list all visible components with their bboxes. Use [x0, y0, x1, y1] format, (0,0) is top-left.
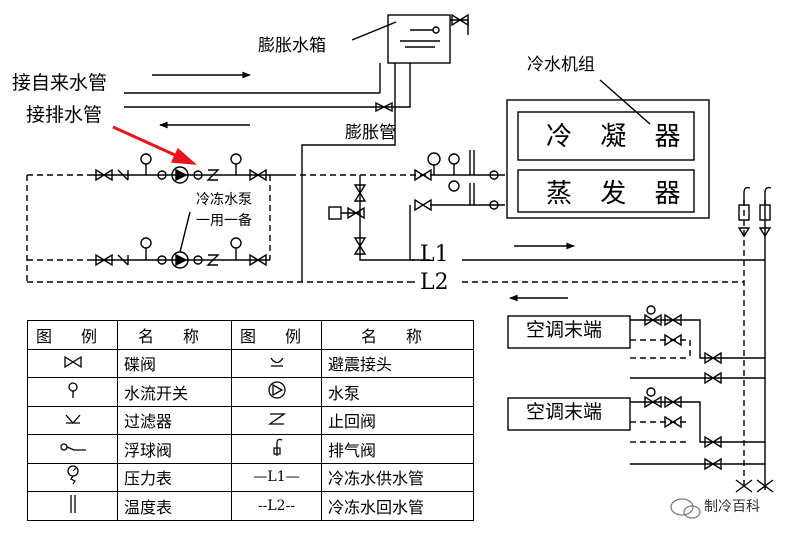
drain-valve-icon — [375, 101, 393, 113]
legend-row: 过滤器 止回阀 — [27, 405, 474, 435]
butterfly-valve-icon — [27, 348, 118, 378]
legend-name: 排气阀 — [321, 434, 474, 464]
legend-name: 浮球阀 — [117, 434, 232, 464]
legend-name: 避震接头 — [321, 348, 474, 378]
float-valve-icon — [451, 13, 469, 27]
bypass-fittings — [328, 150, 499, 255]
city-water-label: 接自来水管 — [12, 72, 108, 94]
check-valve-icon — [231, 405, 322, 435]
pump-name-label: 冷冻水泵 — [196, 192, 252, 208]
ac-terminal-2-box — [507, 397, 631, 431]
legend-name: 碟阀 — [117, 348, 232, 378]
condenser-box — [517, 111, 695, 161]
thermometer-icon — [27, 491, 118, 521]
legend-name: 止回阀 — [321, 405, 474, 435]
legend-name: 压力表 — [117, 462, 232, 492]
evaporator-label: 蒸 发 器 — [546, 179, 691, 209]
legend-header-symbol-a: 图 例 — [27, 320, 118, 350]
watermark-logo-icon — [670, 498, 701, 519]
condenser-label: 冷 凝 器 — [546, 122, 691, 152]
legend-table: 图 例 名 称 图 例 名 称 碟阀 避震接头 水流开关 水泵 过滤器 止回阀 … — [27, 320, 474, 521]
pump-note-label: 一用一备 — [196, 213, 252, 229]
upper-branch-fittings — [95, 153, 267, 184]
legend-name: 冷冻水供水管 — [321, 462, 474, 492]
float-valve-icon — [27, 434, 118, 464]
drain-label: 接排水管 — [26, 104, 103, 126]
expansion-tank — [387, 14, 451, 64]
legend-row: 水流开关 水泵 — [27, 377, 474, 407]
anti-vibration-joint-icon — [231, 348, 322, 378]
legend-header-name-b: 名 称 — [321, 320, 474, 350]
legend-header-name-a: 名 称 — [117, 320, 232, 350]
lower-branch-fittings — [95, 237, 267, 269]
legend-name: 冷冻水回水管 — [321, 491, 474, 521]
supply-line-label: L1 — [420, 242, 449, 267]
legend-header-row: 图 例 名 称 图 例 名 称 — [27, 320, 474, 350]
ac-terminal-1-box — [507, 315, 631, 349]
legend-name: 水泵 — [321, 377, 474, 407]
expansion-pipe-label: 膨胀管 — [345, 123, 396, 143]
supply-line-symbol: —L1— — [231, 462, 322, 492]
legend-name: 过滤器 — [117, 405, 232, 435]
return-line-symbol: --L2-- — [231, 491, 322, 521]
ac-terminal-1-label: 空调末端 — [526, 319, 603, 341]
strainer-icon — [27, 405, 118, 435]
ac-terminal-2-label: 空调末端 — [526, 401, 603, 423]
pressure-gauge-icon — [27, 462, 118, 492]
evaporator-box — [517, 169, 695, 213]
legend-header-symbol-b: 图 例 — [231, 320, 322, 350]
air-vent-valve-icon — [231, 434, 322, 464]
terminal-fittings — [644, 305, 722, 471]
legend-row: 压力表 —L1— 冷冻水供水管 — [27, 462, 474, 492]
watermark-text: 制冷百科 — [704, 499, 760, 515]
legend-row: 温度表 --L2-- 冷冻水回水管 — [27, 491, 474, 521]
water-pump-icon — [231, 377, 322, 407]
air-vent-fittings — [735, 186, 774, 493]
expansion-tank-label: 膨胀水箱 — [258, 36, 326, 56]
legend-row: 浮球阀 排气阀 — [27, 434, 474, 464]
flow-switch-icon — [27, 377, 118, 407]
highlight-arrow — [112, 125, 187, 162]
legend-name: 水流开关 — [117, 377, 232, 407]
chiller-unit — [506, 99, 710, 219]
chiller-label: 冷水机组 — [527, 55, 595, 75]
legend-name: 温度表 — [117, 491, 232, 521]
return-line-label: L2 — [420, 270, 449, 295]
legend-row: 碟阀 避震接头 — [27, 348, 474, 378]
